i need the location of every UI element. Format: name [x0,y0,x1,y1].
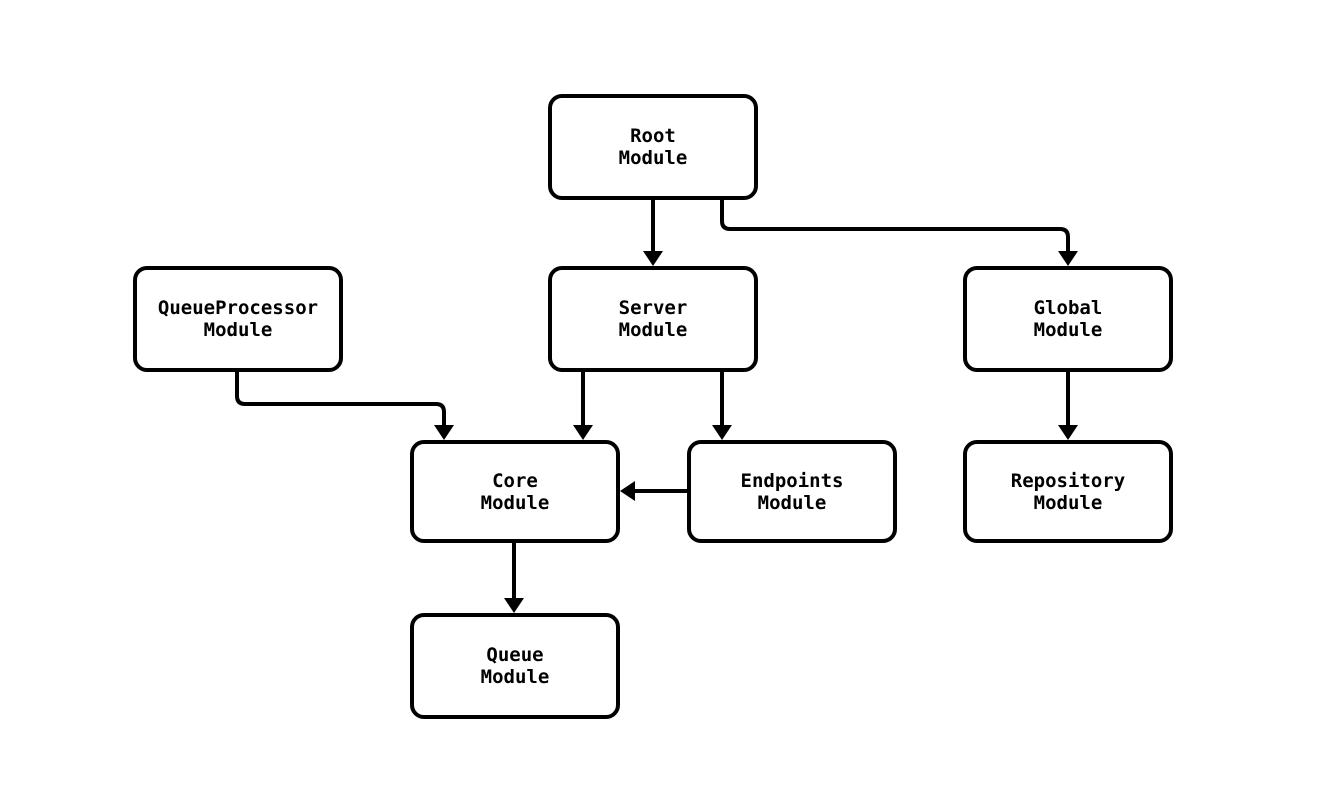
node-label-repository: Repository Module [1010,469,1126,514]
arrowhead-root-to-global [1058,251,1078,266]
arrowhead-server-to-core [573,425,593,440]
edge-queueprocessor-to-core [235,372,454,440]
edge-root-to-global [720,200,1078,266]
node-label-queue: Queue Module [480,644,550,688]
edge-root-to-server [643,200,663,266]
node-queue[interactable]: Queue Module [410,613,620,719]
node-core[interactable]: Core Module [410,440,620,543]
node-label-endpoints: Endpoints Module [740,469,844,514]
node-label-global: Global Module [1033,297,1103,341]
node-repository[interactable]: Repository Module [963,440,1173,543]
edge-server-to-core [573,372,593,440]
edge-server-to-endpoints [712,372,732,440]
node-label-core: Core Module [480,469,550,514]
node-root[interactable]: Root Module [548,94,758,200]
node-queueprocessor[interactable]: QueueProcessor Module [133,266,343,372]
arrowhead-root-to-server [643,251,663,266]
edge-global-to-repository [1058,372,1078,440]
arrowhead-endpoints-to-core [620,481,635,501]
edge-core-to-queue [504,543,524,613]
arrowhead-global-to-repository [1058,425,1078,440]
arrowhead-server-to-endpoints [712,425,732,440]
node-label-server: Server Module [618,297,688,341]
arrowhead-core-to-queue [504,598,524,613]
arrowhead-queueprocessor-to-core [434,425,454,440]
node-label-queueprocessor: QueueProcessor Module [157,297,319,341]
node-global[interactable]: Global Module [963,266,1173,372]
node-endpoints[interactable]: Endpoints Module [687,440,897,543]
edge-endpoints-to-core [620,481,687,501]
node-server[interactable]: Server Module [548,266,758,372]
node-label-root: Root Module [618,125,688,169]
